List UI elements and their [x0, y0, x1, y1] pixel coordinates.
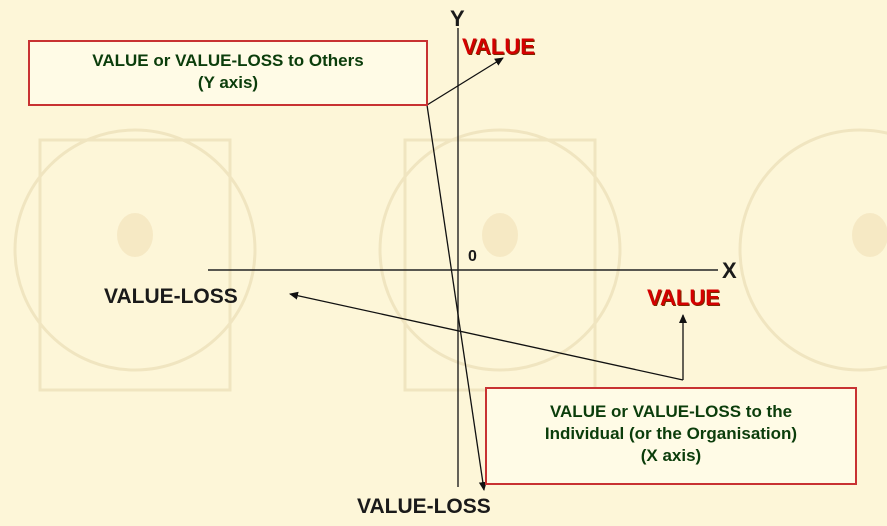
- y-axis-letter: Y: [450, 6, 465, 31]
- x-axis-description-box: VALUE or VALUE-LOSS to the Individual (o…: [485, 387, 857, 485]
- x-left-value-loss-label: VALUE-LOSS: [104, 285, 238, 308]
- y-top-value-label: VALUE: [462, 34, 535, 59]
- arrow-to-y-value: [426, 57, 504, 106]
- origin-label: 0: [468, 248, 477, 265]
- y-bottom-value-loss-label: VALUE-LOSS: [357, 495, 491, 518]
- y-axis-box-line1: VALUE or VALUE-LOSS to Others: [92, 51, 364, 70]
- x-right-value-label: VALUE: [647, 285, 720, 310]
- x-axis-box-line1: VALUE or VALUE-LOSS to the: [549, 402, 793, 421]
- arrow-to-x-value-loss: [289, 291, 684, 381]
- x-axis-letter: X: [722, 258, 737, 283]
- y-axis-box-line2: (Y axis): [197, 73, 259, 92]
- x-axis-box-line2: Individual (or the Organisation): [544, 424, 798, 443]
- arrow-to-y-value-loss: [426, 104, 487, 491]
- y-axis-description-box: VALUE or VALUE-LOSS to Others (Y axis): [28, 40, 428, 106]
- x-axis-box-line3: (X axis): [640, 446, 702, 465]
